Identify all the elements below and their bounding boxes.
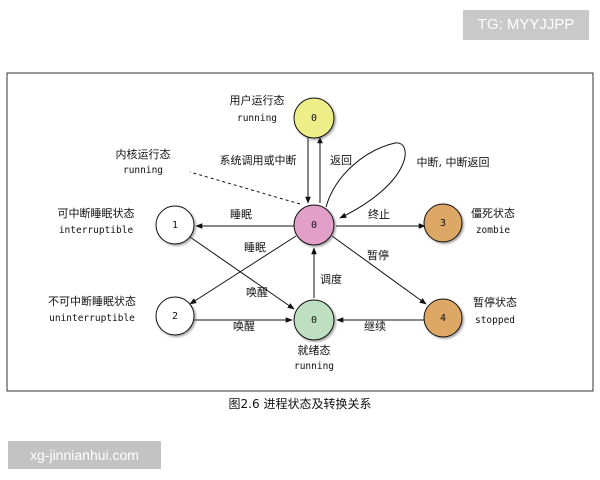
edge-label-syscall-interrupt: 系统调用或中断 — [220, 153, 297, 167]
node-kernel-running — [293, 204, 335, 246]
watermark-top: TG: MYYJJPP — [463, 10, 589, 40]
node-number-interruptible: 1 — [172, 220, 178, 231]
edge-label-exit: 终止 — [368, 207, 390, 221]
label-kernel-running: 内核运行态 — [116, 147, 171, 161]
diagram-frame — [6, 72, 594, 392]
node-ready — [293, 299, 335, 341]
node-number-stopped: 4 — [440, 313, 446, 324]
sublabel-zombie: zombie — [476, 225, 511, 236]
node-number-zombie: 3 — [440, 218, 446, 229]
edge-label-pause: 暂停 — [367, 248, 389, 262]
watermark-bottom: xg-jinnianhui.com — [8, 441, 161, 469]
label-ready: 就绪态 — [298, 343, 331, 357]
edge-pause — [331, 235, 427, 305]
node-stopped — [423, 298, 463, 338]
edge-label-sleep-1: 睡眠 — [230, 208, 252, 221]
label-stopped: 暂停状态 — [473, 295, 517, 309]
edge-label-continue: 继续 — [364, 319, 386, 333]
sublabel-ready: running — [294, 361, 334, 372]
edge-label-wakeup-2: 唤醒 — [233, 319, 255, 333]
sublabel-interruptible: interruptible — [59, 225, 134, 236]
node-zombie — [423, 203, 463, 243]
sublabel-stopped: stopped — [475, 315, 515, 326]
node-number-ready: 0 — [311, 315, 317, 326]
node-number-user-running: 0 — [311, 113, 317, 124]
edge-kernel-dashed — [189, 171, 301, 205]
label-user-running: 用户运行态 — [230, 93, 285, 107]
edge-label-interrupt-return: 中断, 中断返回 — [417, 155, 490, 169]
figure-caption: 图2.6 进程状态及转换关系 — [229, 396, 372, 411]
label-uninterruptible: 不可中断睡眠状态 — [48, 294, 136, 308]
node-uninterruptible — [155, 296, 195, 336]
label-zombie: 僵死状态 — [471, 206, 515, 220]
edge-label-schedule: 调度 — [320, 272, 342, 286]
sublabel-kernel-running: running — [123, 165, 163, 176]
node-number-kernel-running: 0 — [311, 220, 317, 231]
edge-interrupt-loop — [325, 142, 406, 219]
node-user-running — [293, 97, 335, 139]
sublabel-user-running: running — [237, 113, 277, 124]
edge-label-return: 返回 — [330, 154, 352, 167]
label-interruptible: 可中断睡眠状态 — [58, 206, 135, 220]
node-interruptible — [155, 205, 195, 245]
edge-label-sleep-2: 睡眠 — [244, 241, 266, 254]
sublabel-uninterruptible: uninterruptible — [49, 313, 135, 324]
edge-label-wakeup-1: 唤醒 — [246, 285, 268, 299]
edge-sleep-uninterruptible — [189, 235, 297, 305]
node-number-uninterruptible: 2 — [172, 311, 178, 322]
edge-wakeup-interruptible — [189, 236, 295, 310]
